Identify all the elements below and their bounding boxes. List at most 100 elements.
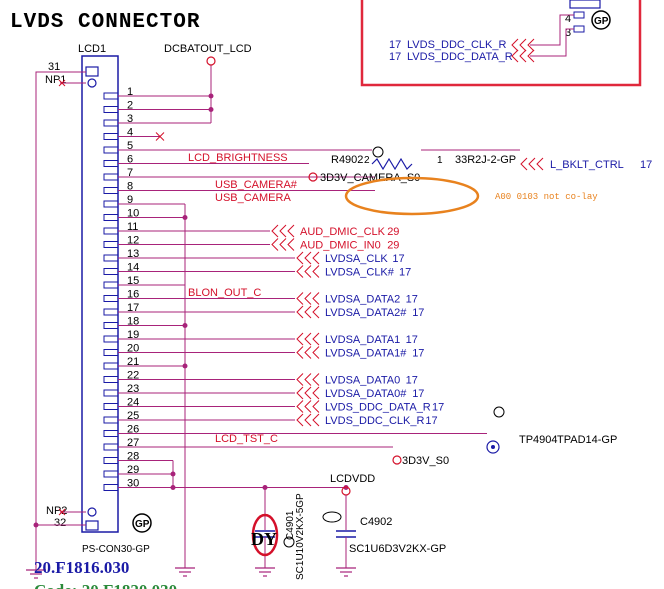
pin-number-10: 10 xyxy=(127,208,139,220)
ground-icon xyxy=(336,567,356,577)
offpage-page-ref: 17 xyxy=(406,294,418,306)
pin-28-box xyxy=(103,457,119,464)
junction-dot xyxy=(170,471,176,477)
pin-number-12: 12 xyxy=(127,235,139,247)
pin-14-box xyxy=(103,268,119,275)
pin-23-box xyxy=(103,389,119,397)
offpage-page-ref: 17 xyxy=(432,402,444,414)
pin-12-box xyxy=(103,241,119,248)
offpage-label: LVDSA_CLK# xyxy=(325,267,395,279)
offpage-lvdsa-data2-: LVDSA_DATA2#17 xyxy=(296,305,424,319)
footer-partial-text: Code: 20.F1820.030 xyxy=(34,581,177,589)
testpoint-tp4904: TP4904 TPAD14-GP xyxy=(486,406,617,454)
pin-number-14: 14 xyxy=(127,262,139,274)
inset-connector-body xyxy=(569,0,601,9)
offpage-lvdsa-data0-: LVDSA_DATA0#17 xyxy=(296,386,424,400)
svg-text:3D3V_S0: 3D3V_S0 xyxy=(402,455,449,467)
offpage-arrow-icon xyxy=(296,292,320,305)
offpage-lvdsa-data2: LVDSA_DATA2 17 xyxy=(296,292,418,306)
offpage-label: AUD_DMIC_IN0 xyxy=(300,240,381,252)
offpage-lvdsa-data1: LVDSA_DATA1 17 xyxy=(296,332,418,346)
pin-21-box xyxy=(103,362,119,370)
connector-pins: 1234567891011121314151617181920212223242… xyxy=(103,86,143,491)
svg-text:GP: GP xyxy=(594,16,609,27)
pin-15-box xyxy=(103,281,119,289)
offpage-page-ref: 17 xyxy=(412,348,424,360)
pin-26-box xyxy=(103,430,119,437)
pin-2-box xyxy=(103,106,119,113)
pin-7-box xyxy=(103,173,119,181)
pin-number-5: 5 xyxy=(127,140,133,152)
junction-dot xyxy=(182,323,188,328)
pin-20-box xyxy=(103,349,119,356)
capacitor-c4902: C4902 SC1U6D3V2KX-GP xyxy=(322,495,446,568)
svg-text:17: 17 xyxy=(389,51,401,63)
inset-pin-4: 4 xyxy=(565,13,571,25)
v3d3-s0-port: 3D3V_S0 xyxy=(392,455,449,467)
offpage-arrow-icon xyxy=(296,305,320,319)
offpage-label: LVDS_DDC_CLK_R xyxy=(325,415,425,427)
not-colay-note: A00 0103 not co-lay xyxy=(495,192,598,202)
svg-text:2: 2 xyxy=(364,155,370,166)
pin-number-26: 26 xyxy=(127,424,139,436)
pin-number-20: 20 xyxy=(127,343,139,355)
offpage-page-ref: 17 xyxy=(425,415,437,427)
offpage-label: LVDSA_DATA1 xyxy=(325,334,400,346)
offpage-arrow-icon xyxy=(271,238,295,251)
pin-number-9: 9 xyxy=(127,194,133,206)
np-label-31: 31 xyxy=(48,61,60,73)
offpage-label: LVDS_DDC_DATA_R xyxy=(325,402,431,414)
wires xyxy=(143,65,520,568)
ground-icon xyxy=(255,567,275,577)
pin-3-box xyxy=(103,119,119,127)
net-usb-camera: USB_CAMERA xyxy=(215,192,291,204)
inset-gp-badge: GP xyxy=(591,10,611,30)
offpage-lvdsa-clk-: LVDSA_CLK#17 xyxy=(296,265,411,279)
ground-icon xyxy=(26,569,46,579)
connector-refdes: LCD1 xyxy=(78,43,106,55)
pin-number-19: 19 xyxy=(127,329,139,341)
pin-number-25: 25 xyxy=(127,410,139,422)
footer-part-number: 20.F1816.030 xyxy=(34,558,129,577)
np-label-np2: NP2 xyxy=(46,505,67,517)
pin-25-box xyxy=(103,416,119,424)
pin-18-box xyxy=(103,322,119,329)
offpage-arrow-icon xyxy=(296,386,320,400)
svg-text:DCBATOUT_LCD: DCBATOUT_LCD xyxy=(164,43,252,55)
offpage-arrow-icon xyxy=(296,400,320,413)
svg-text:LVDS_DDC_DATA_R: LVDS_DDC_DATA_R xyxy=(407,51,513,63)
capacitor-c4901: C4901 SC1U10V2KX-5GP DY xyxy=(251,493,306,580)
pin-number-16: 16 xyxy=(127,289,139,301)
svg-text:C4902: C4902 xyxy=(360,516,392,528)
offpage-page-ref: 17 xyxy=(406,375,418,387)
svg-text:C4901: C4901 xyxy=(285,510,296,540)
svg-text:17: 17 xyxy=(389,39,401,51)
connector-body xyxy=(81,55,119,533)
pin-number-6: 6 xyxy=(127,154,133,166)
ground-icon xyxy=(175,567,195,577)
offpage-arrow-icon xyxy=(296,413,320,427)
svg-text:TPAD14-GP: TPAD14-GP xyxy=(557,434,617,446)
offpage-page-ref: 17 xyxy=(392,253,404,265)
pin-11-box xyxy=(103,227,119,235)
inset-border xyxy=(360,0,642,87)
offpage-page-ref: 29 xyxy=(387,226,399,238)
pin-number-2: 2 xyxy=(127,100,133,112)
offpage-label: LVDSA_DATA2 xyxy=(325,294,400,306)
pin-8-box xyxy=(103,187,119,194)
svg-text:TP4904: TP4904 xyxy=(519,434,558,446)
inset-net-ddc-data: 17 LVDS_DDC_DATA_R xyxy=(389,49,535,63)
offpage-arrow-icon xyxy=(296,346,320,359)
inset-net-ddc-clk: 17 LVDS_DDC_CLK_R xyxy=(389,38,535,52)
pin-16-box xyxy=(103,295,119,302)
offpage-page-ref: 17 xyxy=(406,334,418,346)
svg-text:LCDVDD: LCDVDD xyxy=(330,473,375,485)
pin-9-box xyxy=(103,200,119,208)
connector-part: PS-CON30-GP xyxy=(82,544,150,555)
pin-number-11: 11 xyxy=(127,221,138,233)
